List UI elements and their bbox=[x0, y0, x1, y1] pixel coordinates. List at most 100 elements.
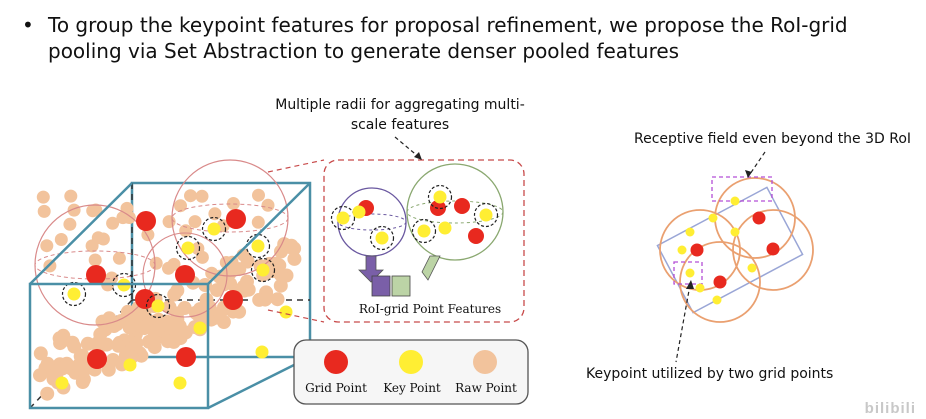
legend-raw-point-marker bbox=[473, 350, 497, 374]
small-radius-ball bbox=[337, 187, 407, 257]
raw-point bbox=[213, 306, 228, 321]
grid-point bbox=[87, 349, 107, 369]
keypoint-group-ring bbox=[473, 202, 499, 228]
raw-point bbox=[167, 287, 182, 302]
raw-point bbox=[67, 203, 81, 217]
raw-point bbox=[33, 368, 47, 383]
grid-and-key-points bbox=[55, 209, 293, 390]
raw-point bbox=[208, 207, 222, 221]
key-point bbox=[438, 221, 452, 235]
raw-point bbox=[89, 337, 103, 352]
keypoint-group-ring bbox=[175, 235, 201, 261]
legend-key-point-marker bbox=[399, 350, 423, 374]
keypoint-group-ring bbox=[201, 216, 227, 242]
bullet-point: • To group the keypoint features for pro… bbox=[22, 12, 902, 64]
key-point bbox=[479, 208, 493, 222]
raw-point bbox=[261, 198, 275, 212]
raw-point bbox=[270, 292, 285, 307]
raw-point bbox=[75, 375, 90, 389]
raw-point bbox=[251, 215, 265, 229]
watermark-logo: bilibili bbox=[864, 400, 916, 417]
key-point bbox=[336, 211, 350, 225]
raw-point bbox=[88, 253, 102, 267]
raw-point bbox=[162, 261, 175, 275]
aggregation-balls bbox=[34, 159, 289, 326]
zoom-panel-border bbox=[323, 159, 525, 323]
legend-raw-point-label: Raw Point bbox=[455, 381, 517, 395]
key-point bbox=[55, 376, 69, 390]
raw-point bbox=[50, 363, 65, 378]
keypoint-group-ring bbox=[250, 257, 276, 283]
raw-point bbox=[36, 190, 50, 204]
raw-point bbox=[129, 336, 144, 351]
bullet-text: To group the keypoint features for propo… bbox=[48, 13, 848, 63]
raw-point bbox=[159, 314, 174, 329]
raw-point bbox=[224, 277, 238, 291]
raw-point bbox=[179, 224, 193, 238]
raw-point bbox=[258, 292, 273, 307]
raw-point bbox=[111, 338, 126, 353]
key-point bbox=[256, 263, 270, 277]
grid-point bbox=[468, 228, 484, 244]
key-point bbox=[747, 263, 757, 273]
raw-point bbox=[160, 334, 175, 349]
raw-point bbox=[191, 242, 205, 255]
key-point bbox=[433, 190, 447, 204]
raw-point bbox=[273, 267, 288, 282]
raw-point bbox=[64, 189, 78, 203]
raw-point bbox=[96, 232, 110, 246]
raw-point bbox=[184, 189, 197, 203]
key-point bbox=[708, 213, 718, 223]
roi-box-front bbox=[28, 182, 311, 410]
key-point bbox=[151, 299, 165, 313]
legend-grid-point-label: Grid Point bbox=[305, 381, 367, 395]
keypoint-shared-annotation: Keypoint utilized by two grid points bbox=[586, 366, 834, 382]
key-point bbox=[685, 268, 695, 278]
raw-point bbox=[52, 331, 67, 346]
key-point bbox=[375, 231, 389, 245]
keypoint-group-ring bbox=[427, 184, 453, 210]
raw-point bbox=[40, 356, 55, 371]
grid-point bbox=[690, 243, 704, 257]
raw-point bbox=[40, 386, 55, 401]
right-figure-points bbox=[677, 196, 780, 305]
grid-point bbox=[223, 290, 243, 310]
raw-point bbox=[101, 362, 116, 377]
raw-point bbox=[37, 204, 51, 218]
raw-point bbox=[168, 323, 183, 338]
beyond-roi-highlight bbox=[711, 176, 773, 202]
raw-point bbox=[282, 240, 297, 254]
grid-point bbox=[86, 265, 106, 285]
keypoint-group-ring bbox=[369, 225, 395, 251]
key-point bbox=[677, 245, 687, 255]
raw-point bbox=[89, 203, 103, 217]
raw-point bbox=[149, 256, 163, 270]
bullet-marker: • bbox=[22, 13, 34, 37]
key-point bbox=[207, 222, 221, 236]
raw-point bbox=[142, 334, 156, 349]
grid-point bbox=[766, 242, 780, 256]
grid-point bbox=[752, 211, 766, 225]
raw-point bbox=[188, 215, 202, 229]
keypoint-group-ring bbox=[61, 281, 87, 307]
large-radius-feature-bar bbox=[391, 275, 411, 297]
legend-key-point-label: Key Point bbox=[383, 381, 441, 395]
raw-point bbox=[95, 314, 110, 329]
roi-grid-features-label: RoI-grid Point Features bbox=[358, 302, 502, 316]
raw-point bbox=[174, 199, 187, 213]
raw-point bbox=[33, 346, 48, 361]
multi-radii-annotation: Multiple radii for aggregating multi-sca… bbox=[275, 97, 525, 133]
raw-point bbox=[252, 188, 265, 202]
receptive-circle bbox=[679, 241, 761, 323]
receptive-field-annotation: Receptive field even beyond the 3D RoI bbox=[634, 131, 912, 147]
shared-keypoint-highlight bbox=[673, 261, 703, 285]
grid-point bbox=[135, 289, 155, 309]
legend-grid-point-marker bbox=[324, 350, 348, 374]
raw-point bbox=[106, 216, 120, 230]
zoom-panel-points bbox=[330, 184, 499, 251]
raw-point bbox=[225, 255, 239, 269]
grid-point bbox=[176, 347, 196, 367]
key-point bbox=[123, 358, 137, 372]
grid-point bbox=[136, 211, 156, 231]
raw-point bbox=[112, 251, 126, 265]
